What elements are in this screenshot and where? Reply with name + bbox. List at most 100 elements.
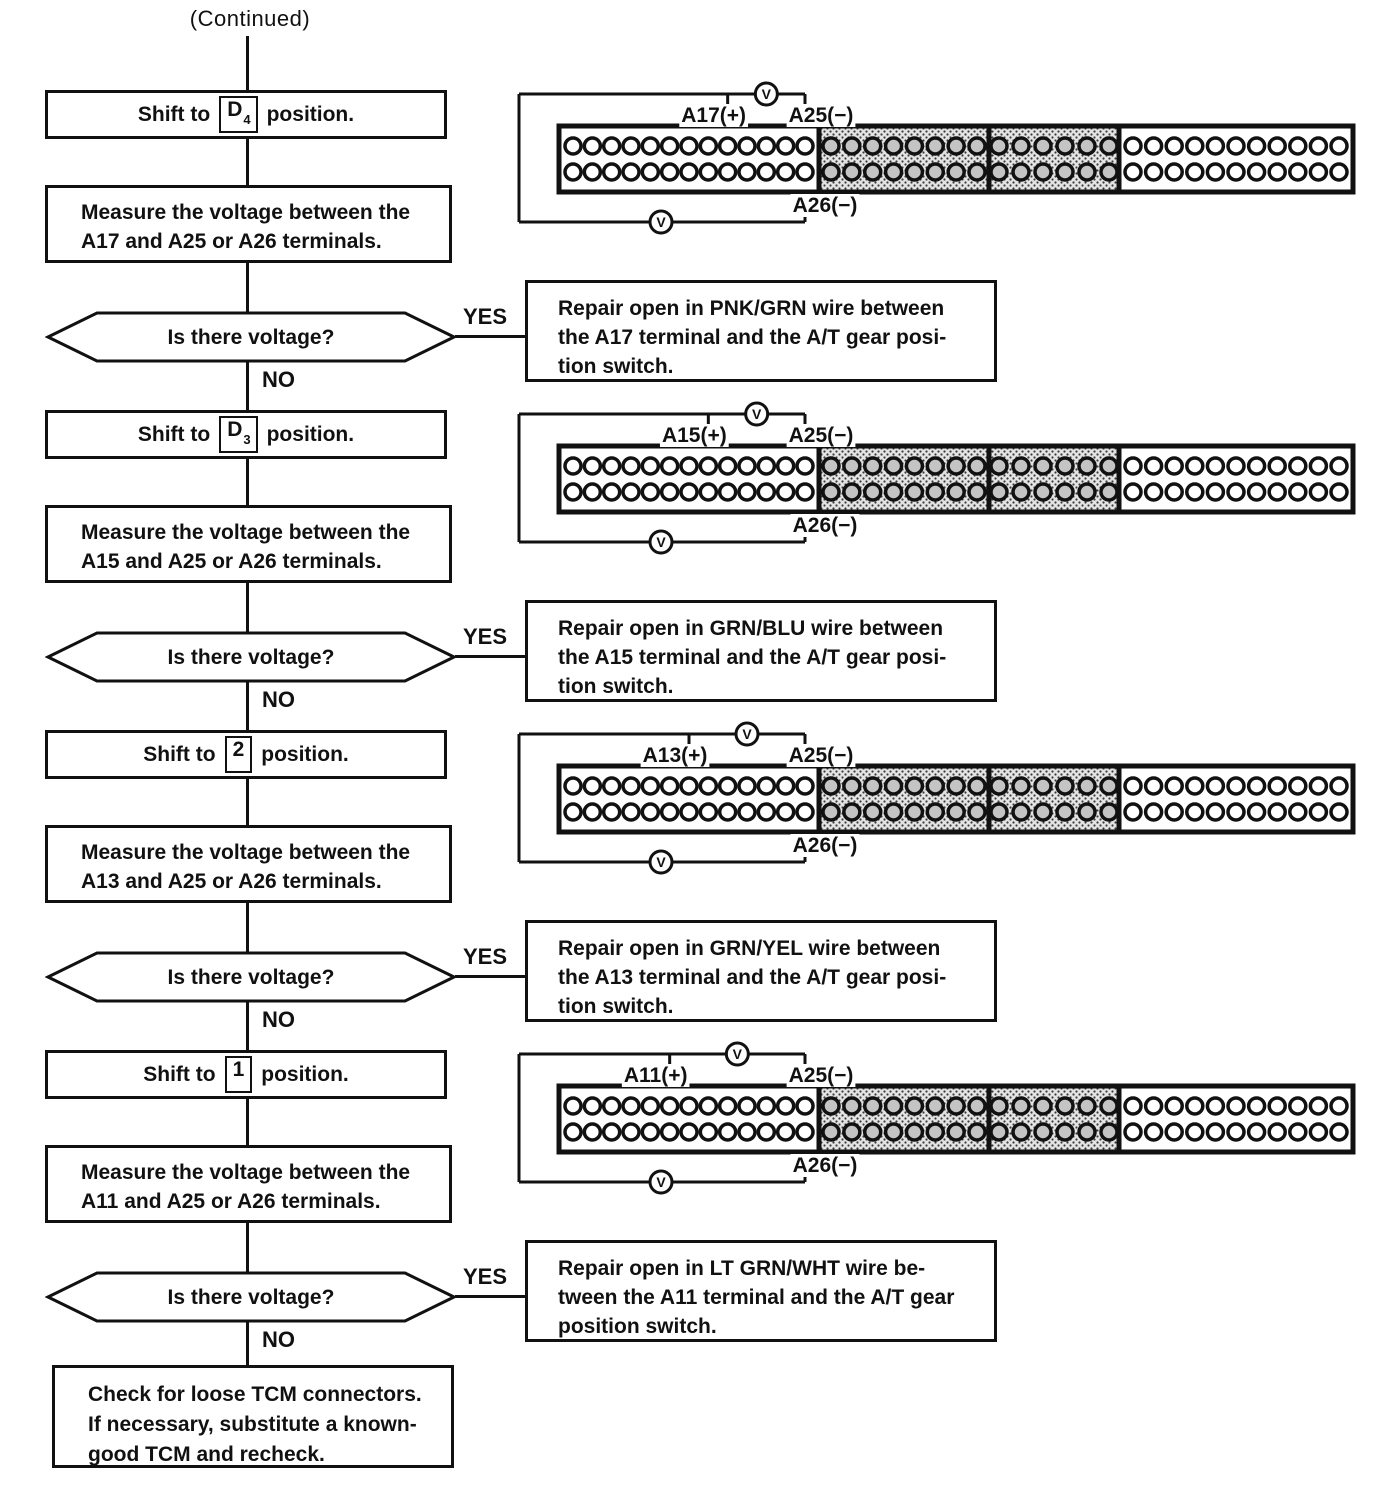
connector-section-shaded <box>816 123 992 195</box>
flow-line <box>246 1097 249 1147</box>
connector-pin <box>821 802 841 822</box>
connector-pin <box>904 162 925 182</box>
connector-pin <box>679 1096 699 1116</box>
connector-pin <box>756 162 777 182</box>
repair-line: the A17 terminal and the A/T gear posi- <box>558 326 947 349</box>
connector-pin <box>967 1096 987 1116</box>
connector-pin <box>1123 1096 1143 1116</box>
connector-pin <box>904 456 925 476</box>
connector-pin <box>795 802 815 822</box>
connector-pin <box>1099 162 1119 182</box>
connector-pin <box>679 482 699 502</box>
measure-line: Measure the voltage between the <box>81 201 411 224</box>
repair-box-a17: Repair open in PNK/GRN wire between the … <box>525 280 997 382</box>
final-line: good TCM and recheck. <box>88 1443 325 1466</box>
flow-line <box>246 362 249 412</box>
connector-pin <box>756 456 777 476</box>
connector-pin <box>1267 456 1287 476</box>
connector-pin <box>601 482 622 502</box>
a26-terminal-label: A26(−) <box>793 514 858 537</box>
plus-terminal-label: A17(+) <box>681 104 746 127</box>
flow-line <box>246 682 249 732</box>
minus-terminal-label: A25(−) <box>789 1064 854 1087</box>
connector-pin <box>967 776 987 796</box>
connector-section-shaded <box>986 763 1122 835</box>
label-backing <box>790 1154 860 1177</box>
process-box-shift-d4: Shift to D4 position. <box>45 90 447 139</box>
connector-section-shaded <box>986 1083 1122 1155</box>
connector-pin <box>679 456 699 476</box>
yes-connector-line <box>455 975 525 978</box>
process-box-shift-2: Shift to 2 position. <box>45 730 447 779</box>
connector-pin <box>946 456 966 476</box>
connector-section-shaded <box>816 443 992 515</box>
repair-box-a13: Repair open in GRN/YEL wire between the … <box>525 920 997 1022</box>
connector-pin <box>1011 802 1031 822</box>
flow-line <box>246 137 249 187</box>
connector-pin <box>1226 1122 1246 1142</box>
connector-pin <box>1329 1096 1349 1116</box>
connector-pin <box>1123 162 1143 182</box>
connector-pin <box>1123 136 1143 156</box>
connector-pin <box>1246 802 1267 822</box>
shift-text-prefix: Shift to <box>143 1062 216 1086</box>
connector-pin <box>1308 802 1329 822</box>
connector-pin <box>1123 482 1143 502</box>
connector-pin <box>842 136 862 156</box>
connector-pin <box>1226 1096 1246 1116</box>
label-backing <box>659 424 729 447</box>
connector-pin <box>1246 1122 1267 1142</box>
connector-pin <box>563 1122 583 1142</box>
decision-hexagon <box>44 631 458 683</box>
label-backing <box>640 744 710 767</box>
connector-pin <box>737 456 757 476</box>
voltmeter-icon <box>753 81 779 107</box>
no-label: NO <box>262 1327 295 1352</box>
connector-section-shaded <box>816 1083 992 1155</box>
connector-pin <box>1205 162 1226 182</box>
connector-pin <box>621 136 641 156</box>
connector-pin <box>563 136 583 156</box>
decision-question: Is there voltage? <box>168 646 335 669</box>
connector-pin <box>1099 1122 1119 1142</box>
connector-pin <box>862 482 883 502</box>
decision-voltage-4: Is there voltage? <box>44 1270 458 1324</box>
connector-pin <box>1164 456 1184 476</box>
voltmeter-icon <box>724 1041 750 1067</box>
a26-terminal-label: A26(−) <box>793 194 858 217</box>
connector-pin <box>925 136 946 156</box>
connector-pin <box>640 162 661 182</box>
connector-pin <box>989 456 1009 476</box>
shift-text-prefix: Shift to <box>137 422 211 446</box>
measure-line: A11 and A25 or A26 terminals. <box>81 1190 381 1213</box>
connector-pin <box>717 776 738 796</box>
voltmeter-symbol: V <box>733 1046 743 1062</box>
connector-pin <box>717 162 738 182</box>
connector-pin <box>582 162 603 182</box>
connector-pin <box>1011 136 1031 156</box>
label-backing <box>790 834 860 857</box>
connector-pin <box>1246 1096 1267 1116</box>
connector-pin <box>1329 776 1349 796</box>
connector-pin <box>967 456 987 476</box>
connector-pin <box>1164 802 1184 822</box>
connector-pin <box>601 162 622 182</box>
connector-pin <box>1226 456 1246 476</box>
connector-pin <box>698 456 719 476</box>
flow-line <box>246 1322 249 1367</box>
connector-pin <box>1185 136 1205 156</box>
repair-line: tion switch. <box>558 355 674 378</box>
connector-pin <box>1308 1122 1329 1142</box>
connector-pin <box>1011 482 1031 502</box>
connector-pin <box>1099 802 1119 822</box>
connector-pin <box>1164 1122 1184 1142</box>
connector-pin <box>1164 1096 1184 1116</box>
connector-pin <box>862 802 883 822</box>
connector-pin <box>563 1096 583 1116</box>
voltmeter-icon <box>648 209 674 235</box>
connector-pin <box>582 1096 603 1116</box>
connector-pin <box>737 482 757 502</box>
label-backing <box>786 1064 856 1087</box>
connector-pin <box>1077 776 1097 796</box>
